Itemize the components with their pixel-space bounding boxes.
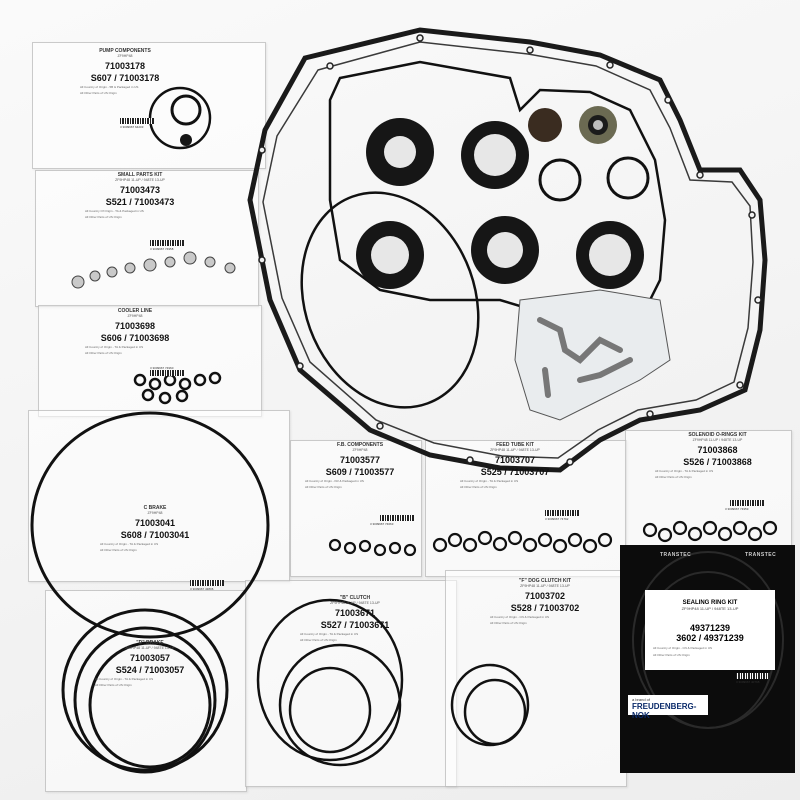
barcode-fb (380, 515, 414, 521)
part-number: 71003057 (129, 653, 171, 663)
d-brake-rings (61, 608, 229, 774)
part-number: 71003577 (339, 455, 381, 465)
kit-code: S524 / 71003057 (115, 665, 185, 675)
rubber-seal-loop (328, 60, 667, 322)
barcode-sealing-ring (736, 673, 770, 679)
barcode-cooler-line (150, 370, 184, 376)
label-d-brake: "D" BRAKE ZF9HP48 11-UP / 948TE 13-UP 71… (95, 640, 205, 687)
bag-c-brake (28, 410, 290, 582)
tape-brand-top: TRANSTEC (660, 552, 692, 558)
tape-brand-right: TRANSTEC (745, 552, 777, 558)
label-pump: PUMP COMPONENTS ZF9HP48 71003178 S607 / … (80, 48, 170, 95)
part-number: 71003868 (697, 445, 738, 455)
part-number: 71003671 (334, 608, 376, 618)
part-number: 71003707 (494, 455, 536, 465)
kit-code: S607 / 71003178 (90, 73, 160, 83)
f-dog-rings (450, 663, 530, 747)
part-number: 71003698 (114, 321, 156, 331)
bag-pump (32, 42, 266, 169)
label-feed-tube: FEED TUBE KIT ZF9HP48 11-UP / 948TE 13-U… (460, 442, 570, 489)
kit-code: S521 / 71003473 (105, 197, 175, 207)
b-clutch-rings (256, 598, 404, 767)
barcode-pump (120, 118, 154, 124)
kit-code: S608 / 71003041 (120, 530, 190, 540)
barcode-small-parts (150, 240, 184, 246)
label-f-dog: "F" DOG CLUTCH KIT ZF9HP48 11-UP / 948TE… (490, 578, 600, 625)
brand-tag: a brand of FREUDENBERG-NOK (628, 695, 708, 720)
part-number: 71003041 (134, 518, 176, 528)
label-sealing-ring: SEALING RING KIT ZF9HP48 11-UP / 948TE 1… (645, 590, 775, 670)
label-small-parts: SMALL PARTS KIT ZF9HP48 11-UP / 948TE 13… (85, 172, 195, 219)
kit-code: S527 / 71003671 (320, 620, 390, 630)
c-brake-ring (30, 411, 270, 639)
label-c-brake: C BRAKE ZF9HP48 71003041 S608 / 71003041… (100, 505, 210, 552)
label-fb: F.B. COMPONENTS ZF9HP48 71003577 S609 / … (305, 442, 415, 489)
bag-b-clutch (245, 580, 457, 787)
bag-f-dog (445, 570, 627, 787)
kit-code: S609 / 71003577 (325, 467, 395, 477)
kit-code: S525 / 71003707 (480, 467, 550, 477)
kit-code: S528 / 71003702 (510, 603, 580, 613)
part-number: 49371239 (689, 623, 731, 633)
bag-fb (290, 440, 422, 577)
small-o-rings (328, 520, 778, 557)
part-number: 71003178 (104, 61, 146, 71)
large-o-ring (300, 191, 480, 409)
barcode-feed-tube (545, 510, 579, 516)
brand-name: FREUDENBERG-NOK (632, 702, 697, 720)
barcode-c-brake (190, 580, 224, 586)
part-number: 71003702 (524, 591, 566, 601)
part-number: 71003473 (119, 185, 161, 195)
kit-code: 3602 / 49371239 (676, 633, 744, 643)
small-parts-washers (71, 251, 236, 289)
label-b-clutch: "B" CLUTCH ZF9HP48 11-UP / 948TE 13-UP 7… (300, 595, 410, 642)
kit-code: S606 / 71003698 (100, 333, 170, 343)
cooler-line-o-rings (133, 371, 222, 405)
separator-plate (514, 289, 671, 421)
label-cooler-line: COOLER LINE ZF9HP48 71003698 S606 / 7100… (85, 308, 185, 355)
barcode-solenoid-o-rings (730, 500, 764, 506)
kit-code: S526 / 71003868 (683, 457, 752, 467)
transmission-gasket (247, 27, 768, 473)
label-solenoid-o-rings: SOLENOID O-RINGS KIT ZF9HP48 11-UP / 948… (655, 432, 780, 479)
